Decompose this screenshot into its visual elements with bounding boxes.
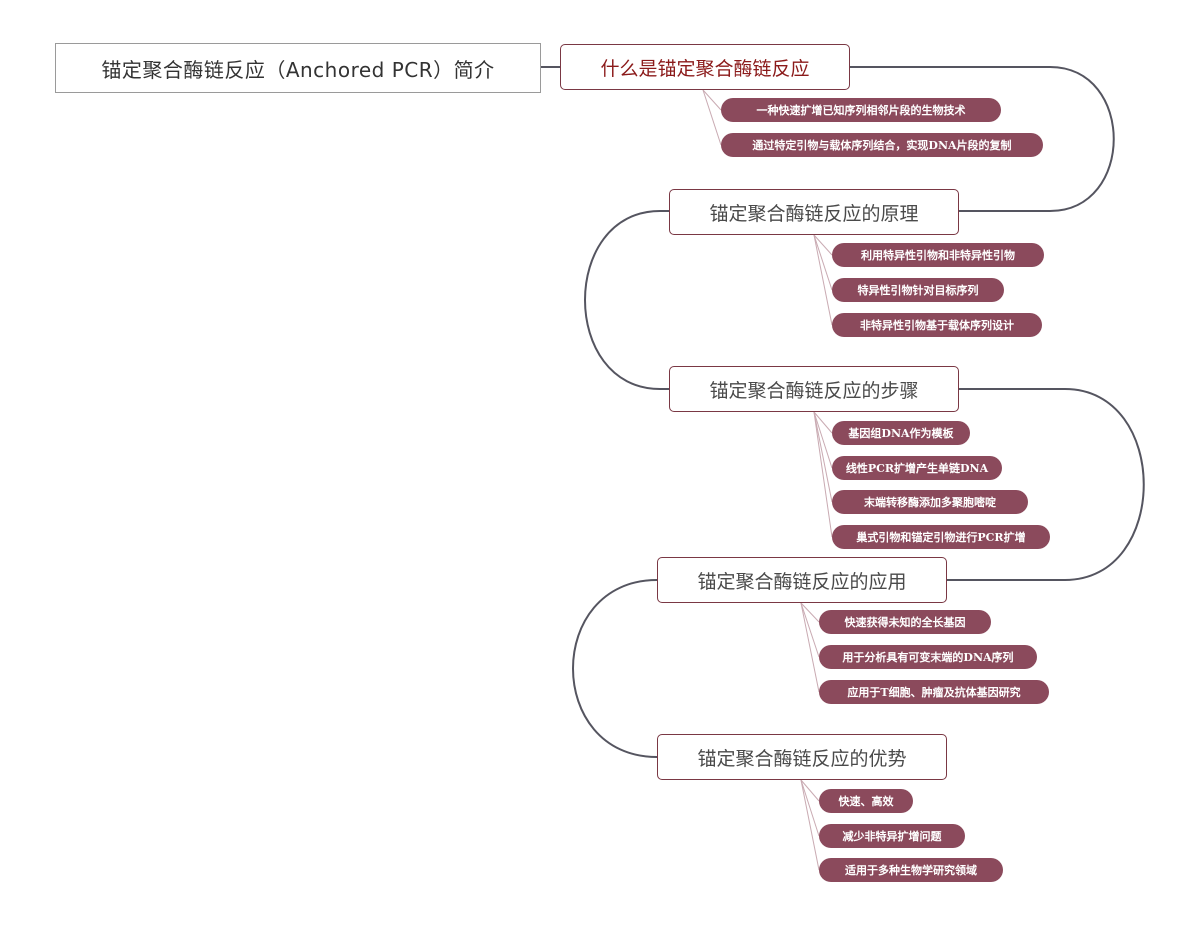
leaf-steps-4[interactable]: 巢式引物和锚定引物进行PCR扩增 — [832, 525, 1050, 549]
branch-what-is[interactable]: 什么是锚定聚合酶链反应 — [560, 44, 850, 90]
leaf-steps-2[interactable]: 线性PCR扩增产生单链DNA — [832, 456, 1002, 480]
leaf-label: 快速、高效 — [838, 795, 894, 808]
leaf-link — [813, 234, 833, 256]
leaf-link — [813, 411, 833, 434]
leaf-what-is-1[interactable]: 一种快速扩增已知序列相邻片段的生物技术 — [721, 98, 1001, 122]
branch-label: 锚定聚合酶链反应的应用 — [697, 570, 907, 593]
spine-connector — [584, 210, 669, 390]
leaf-label: 巢式引物和锚定引物进行PCR扩增 — [856, 531, 1026, 544]
leaf-what-is-2[interactable]: 通过特定引物与载体序列结合，实现DNA片段的复制 — [721, 133, 1043, 157]
leaf-link — [813, 234, 833, 326]
leaf-link — [800, 602, 820, 693]
leaf-label: 线性PCR扩增产生单链DNA — [845, 462, 989, 475]
spine-connector — [572, 579, 658, 758]
leaf-link — [800, 602, 820, 623]
leaf-link — [702, 89, 722, 111]
root-topic[interactable]: 锚定聚合酶链反应（Anchored PCR）简介 — [55, 43, 541, 93]
leaf-label: 利用特异性引物和非特异性引物 — [861, 249, 1015, 262]
leaf-label: 快速获得未知的全长基因 — [844, 616, 966, 629]
leaf-applications-1[interactable]: 快速获得未知的全长基因 — [819, 610, 991, 634]
leaf-label: 特异性引物针对目标序列 — [857, 284, 979, 297]
leaf-applications-2[interactable]: 用于分析具有可变末端的DNA序列 — [819, 645, 1037, 669]
leaf-link — [813, 411, 833, 469]
leaf-label: 末端转移酶添加多聚胞嘧啶 — [864, 496, 996, 509]
spine-connector — [850, 66, 1115, 212]
leaf-link — [800, 779, 820, 871]
leaf-link — [702, 89, 722, 146]
leaf-principle-2[interactable]: 特异性引物针对目标序列 — [832, 278, 1004, 302]
leaf-link — [813, 411, 833, 503]
leaf-label: 用于分析具有可变末端的DNA序列 — [842, 651, 1014, 664]
branch-principle[interactable]: 锚定聚合酶链反应的原理 — [669, 189, 959, 235]
leaf-advantages-3[interactable]: 适用于多种生物学研究领域 — [819, 858, 1003, 882]
branch-label: 锚定聚合酶链反应的步骤 — [709, 379, 919, 402]
branch-advantages[interactable]: 锚定聚合酶链反应的优势 — [657, 734, 947, 780]
leaf-link — [813, 411, 833, 538]
leaf-label: 应用于T细胞、肿瘤及抗体基因研究 — [847, 686, 1021, 699]
leaf-advantages-2[interactable]: 减少非特异扩增问题 — [819, 824, 965, 848]
leaf-label: 适用于多种生物学研究领域 — [845, 864, 977, 877]
leaf-link — [813, 234, 833, 291]
leaf-label: 通过特定引物与载体序列结合，实现DNA片段的复制 — [752, 139, 1012, 152]
leaf-principle-3[interactable]: 非特异性引物基于载体序列设计 — [832, 313, 1042, 337]
spine-connector — [947, 388, 1145, 581]
leaf-label: 一种快速扩增已知序列相邻片段的生物技术 — [756, 104, 966, 117]
leaf-link — [800, 779, 820, 802]
branch-label: 锚定聚合酶链反应的优势 — [697, 747, 907, 770]
leaf-advantages-1[interactable]: 快速、高效 — [819, 789, 913, 813]
branch-applications[interactable]: 锚定聚合酶链反应的应用 — [657, 557, 947, 603]
leaf-label: 非特异性引物基于载体序列设计 — [860, 319, 1014, 332]
branch-steps[interactable]: 锚定聚合酶链反应的步骤 — [669, 366, 959, 412]
leaf-steps-3[interactable]: 末端转移酶添加多聚胞嘧啶 — [832, 490, 1028, 514]
leaf-principle-1[interactable]: 利用特异性引物和非特异性引物 — [832, 243, 1044, 267]
branch-label: 什么是锚定聚合酶链反应 — [600, 57, 810, 80]
leaf-label: 基因组DNA作为模板 — [848, 427, 954, 440]
leaf-steps-1[interactable]: 基因组DNA作为模板 — [832, 421, 970, 445]
branch-label: 锚定聚合酶链反应的原理 — [709, 202, 919, 225]
leaf-applications-3[interactable]: 应用于T细胞、肿瘤及抗体基因研究 — [819, 680, 1049, 704]
leaf-link — [800, 602, 820, 658]
leaf-label: 减少非特异扩增问题 — [842, 830, 942, 843]
leaf-link — [800, 779, 820, 837]
root-title: 锚定聚合酶链反应（Anchored PCR）简介 — [101, 57, 495, 82]
